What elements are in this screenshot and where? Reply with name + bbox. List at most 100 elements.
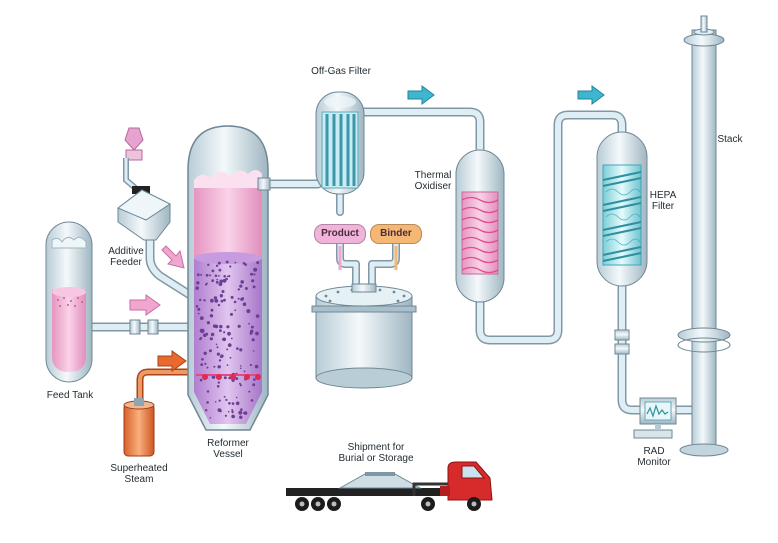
- bed-particle: [219, 356, 222, 359]
- superheated-steam-cylinder: [123, 398, 155, 457]
- bed-particle: [216, 346, 219, 349]
- bed-particle: [250, 272, 253, 276]
- bed-particle: [249, 332, 252, 335]
- bed-particle: [254, 364, 259, 369]
- feed-tank: [45, 221, 93, 383]
- bed-particle: [229, 356, 232, 359]
- bed-particle: [233, 415, 235, 418]
- bed-particle: [216, 278, 219, 281]
- bed-particle: [200, 273, 203, 276]
- bed-particle: [207, 263, 210, 266]
- bed-particle: [215, 280, 219, 284]
- bed-particle: [226, 348, 229, 351]
- label-off-gas-filter: Off-Gas Filter: [311, 66, 371, 77]
- bed-particle: [250, 329, 254, 333]
- bed-particle: [220, 299, 224, 303]
- bed-particle: [242, 262, 246, 265]
- bed-particle: [243, 411, 246, 415]
- bed-particle: [217, 261, 221, 265]
- bed-particle: [219, 329, 222, 332]
- bed-particle: [227, 343, 232, 347]
- bed-particle: [252, 285, 256, 289]
- flow-arrows: [129, 85, 605, 372]
- label-feed-tank: Feed Tank: [46, 390, 94, 401]
- label-superheated-steam: Superheated Steam: [110, 463, 168, 485]
- bed-particle: [249, 363, 252, 367]
- rad-monitor: [633, 397, 677, 439]
- bed-particle: [223, 376, 227, 380]
- bed-particle: [227, 410, 230, 413]
- bed-particle: [196, 281, 200, 285]
- bed-particle: [224, 414, 227, 417]
- bed-particle: [217, 408, 222, 412]
- bed-particle: [225, 398, 228, 401]
- bed-particle: [222, 278, 227, 283]
- bed-particle: [223, 298, 226, 302]
- bed-particle: [248, 390, 251, 393]
- bed-particle: [251, 279, 255, 283]
- label-hepa-filter: HEPA Filter: [649, 190, 677, 212]
- bed-particle: [233, 300, 237, 304]
- label-reformer-vessel: Reformer Vessel: [207, 438, 249, 460]
- bed-particle: [216, 352, 220, 356]
- bed-particle: [227, 331, 231, 336]
- bed-particle: [201, 358, 204, 361]
- bed-particle: [231, 409, 234, 411]
- bed-particle: [215, 343, 218, 346]
- bed-particle: [230, 295, 234, 299]
- bed-particle: [206, 401, 209, 404]
- bed-particle: [250, 399, 254, 402]
- bed-particle: [210, 308, 214, 312]
- bed-particle: [228, 402, 231, 405]
- bed-particle: [226, 325, 230, 329]
- bed-particle: [253, 267, 258, 272]
- bed-particle: [217, 303, 221, 307]
- bed-particle: [231, 402, 235, 405]
- bed-particle: [250, 325, 254, 329]
- bed-particle: [199, 328, 204, 333]
- bed-particle: [228, 275, 231, 278]
- bed-particle: [205, 332, 209, 336]
- bed-particle: [200, 363, 204, 366]
- bed-particle: [197, 312, 200, 315]
- bed-particle: [211, 269, 215, 273]
- shipment-truck: [286, 461, 493, 511]
- bed-particle: [237, 324, 241, 328]
- bed-particle: [219, 279, 223, 284]
- bed-particle: [239, 365, 242, 367]
- label-stack: Stack: [717, 134, 743, 145]
- bed-particle: [223, 275, 226, 278]
- product-drum: [311, 283, 417, 389]
- bed-particle: [209, 337, 213, 341]
- bed-particle: [209, 417, 212, 419]
- bed-particle: [246, 309, 251, 314]
- bed-particle: [244, 287, 248, 290]
- bed-particle: [214, 296, 217, 300]
- bed-particle: [208, 349, 212, 353]
- label-shipment: Shipment for Burial or Storage: [338, 442, 414, 464]
- bed-particle: [255, 331, 259, 336]
- bed-particle: [218, 399, 221, 402]
- label-rad-monitor: RAD Monitor: [637, 446, 671, 468]
- bed-particle: [211, 279, 215, 282]
- bed-particle: [199, 337, 203, 340]
- bed-particle: [237, 288, 240, 291]
- bed-particle: [248, 322, 251, 325]
- bed-particle: [218, 275, 220, 277]
- bed-particle: [211, 375, 216, 379]
- bed-particle: [203, 299, 206, 302]
- bed-particle: [239, 384, 242, 387]
- bed-particle: [214, 299, 219, 303]
- bed-particle: [199, 316, 204, 320]
- bed-particle: [239, 348, 243, 352]
- bed-particle: [210, 298, 214, 303]
- bed-particle: [235, 401, 240, 406]
- additive-feeder: [117, 127, 171, 241]
- bed-particle: [216, 385, 220, 388]
- bed-particle: [203, 351, 207, 355]
- bed-particle: [253, 378, 256, 381]
- bed-particle: [219, 324, 223, 329]
- bed-particle: [204, 362, 207, 365]
- bed-particle: [209, 314, 214, 318]
